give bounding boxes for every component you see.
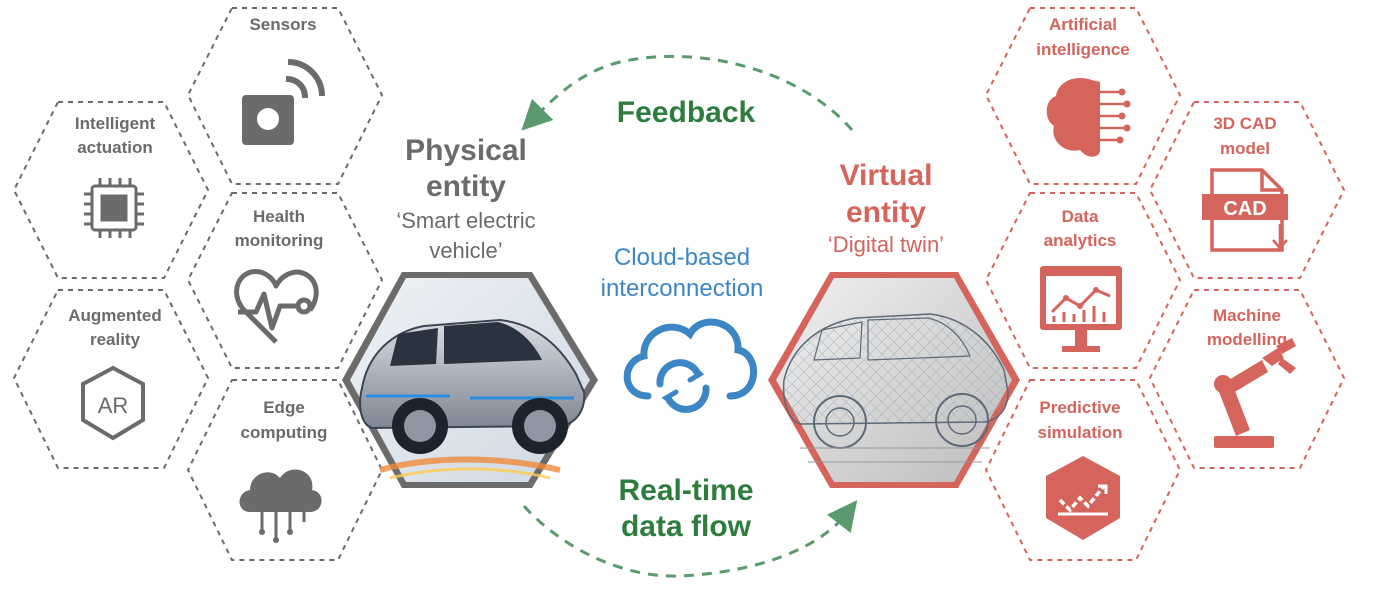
edge-cloud-icon (239, 469, 322, 543)
feature-hex-health-monitoring: Health monitoring (186, 192, 384, 369)
feature-hex-predictive-simulation: Predictive simulation (984, 379, 1182, 561)
feature-label-augmented: Augmented (68, 306, 162, 325)
cloud-sync-icon (623, 318, 757, 413)
feature-label-predictive: Predictive (1039, 398, 1120, 417)
analytics-monitor-icon (1040, 266, 1122, 352)
feature-label-actuation: actuation (77, 138, 153, 157)
feature-hex-3d-cad-model: 3D CAD model CAD (1148, 101, 1346, 279)
cad-badge: CAD (1223, 198, 1266, 220)
smart-car-image (342, 272, 598, 488)
physical-features: Sensors Intelligent actuation Health mon… (12, 7, 384, 561)
feature-label-analytics: analytics (1044, 231, 1117, 250)
feature-label-monitoring: monitoring (235, 231, 324, 250)
feature-label-machine: Machine (1213, 306, 1281, 325)
realtime-arrow (522, 500, 858, 578)
feature-label-intelligent: Intelligent (75, 114, 156, 133)
cloud-label-line1: Cloud-based (614, 244, 750, 271)
feature-label-simulation: simulation (1037, 423, 1122, 442)
feature-label-artificial: Artificial (1049, 15, 1117, 34)
feature-label-model: model (1220, 139, 1270, 158)
physical-title-line2: entity (426, 170, 506, 203)
chip-icon (84, 178, 144, 238)
feature-label-computing: computing (241, 423, 328, 442)
feature-label-reality: reality (90, 330, 141, 349)
feature-label-sensors: Sensors (249, 15, 316, 34)
cloud-label-line2: interconnection (601, 275, 764, 302)
feature-hex-artificial-intelligence: Artificial intelligence (984, 7, 1182, 185)
realtime-label-line2: data flow (621, 510, 752, 543)
virtual-subtitle: ‘Digital twin’ (828, 232, 944, 257)
heart-monitor-icon (234, 269, 319, 344)
feedback-label: Feedback (617, 96, 756, 129)
virtual-features: Artificial intelligence 3D CAD model CAD (984, 7, 1346, 561)
sensor-icon (242, 59, 325, 145)
feature-label-health: Health (253, 207, 305, 226)
virtual-title-line1: Virtual (840, 159, 933, 192)
physical-subtitle-line2: vehicle’ (429, 238, 502, 263)
feature-hex-sensors: Sensors (186, 7, 384, 185)
center-connection: Feedback Cloud-based interconnection Rea… (521, 54, 858, 578)
feature-label-3d-cad: 3D CAD (1213, 114, 1276, 133)
robot-arm-icon (1214, 338, 1296, 448)
ar-badge: AR (98, 393, 129, 418)
feature-label-intelligence: intelligence (1036, 40, 1130, 59)
feature-hex-intelligent-actuation: Intelligent actuation (12, 101, 210, 279)
feature-label-modelling: modelling (1207, 330, 1287, 349)
cad-file-icon: CAD (1202, 168, 1288, 252)
realtime-label-line1: Real-time (618, 474, 753, 507)
physical-entity: Physical entity ‘Smart electric vehicle’ (342, 134, 598, 488)
physical-title-line1: Physical (405, 134, 527, 167)
feature-label-data: Data (1062, 207, 1099, 226)
brain-icon (1046, 77, 1131, 157)
digital-twin-image (768, 272, 1020, 488)
simulation-chart-icon (1046, 456, 1120, 540)
feature-hex-machine-modelling: Machine modelling (1148, 289, 1346, 469)
feature-label-edge: Edge (263, 398, 305, 417)
ar-icon: AR (81, 365, 145, 441)
virtual-entity: Virtual entity ‘Digital twin’ (768, 159, 1020, 488)
feature-hex-augmented-reality: Augmented reality AR (12, 289, 210, 469)
feedback-arrow (521, 54, 854, 131)
virtual-title-line2: entity (846, 196, 926, 229)
feature-hex-edge-computing: Edge computing (186, 379, 384, 561)
physical-subtitle-line1: ‘Smart electric (396, 208, 535, 233)
feature-hex-data-analytics: Data analytics (984, 192, 1182, 369)
